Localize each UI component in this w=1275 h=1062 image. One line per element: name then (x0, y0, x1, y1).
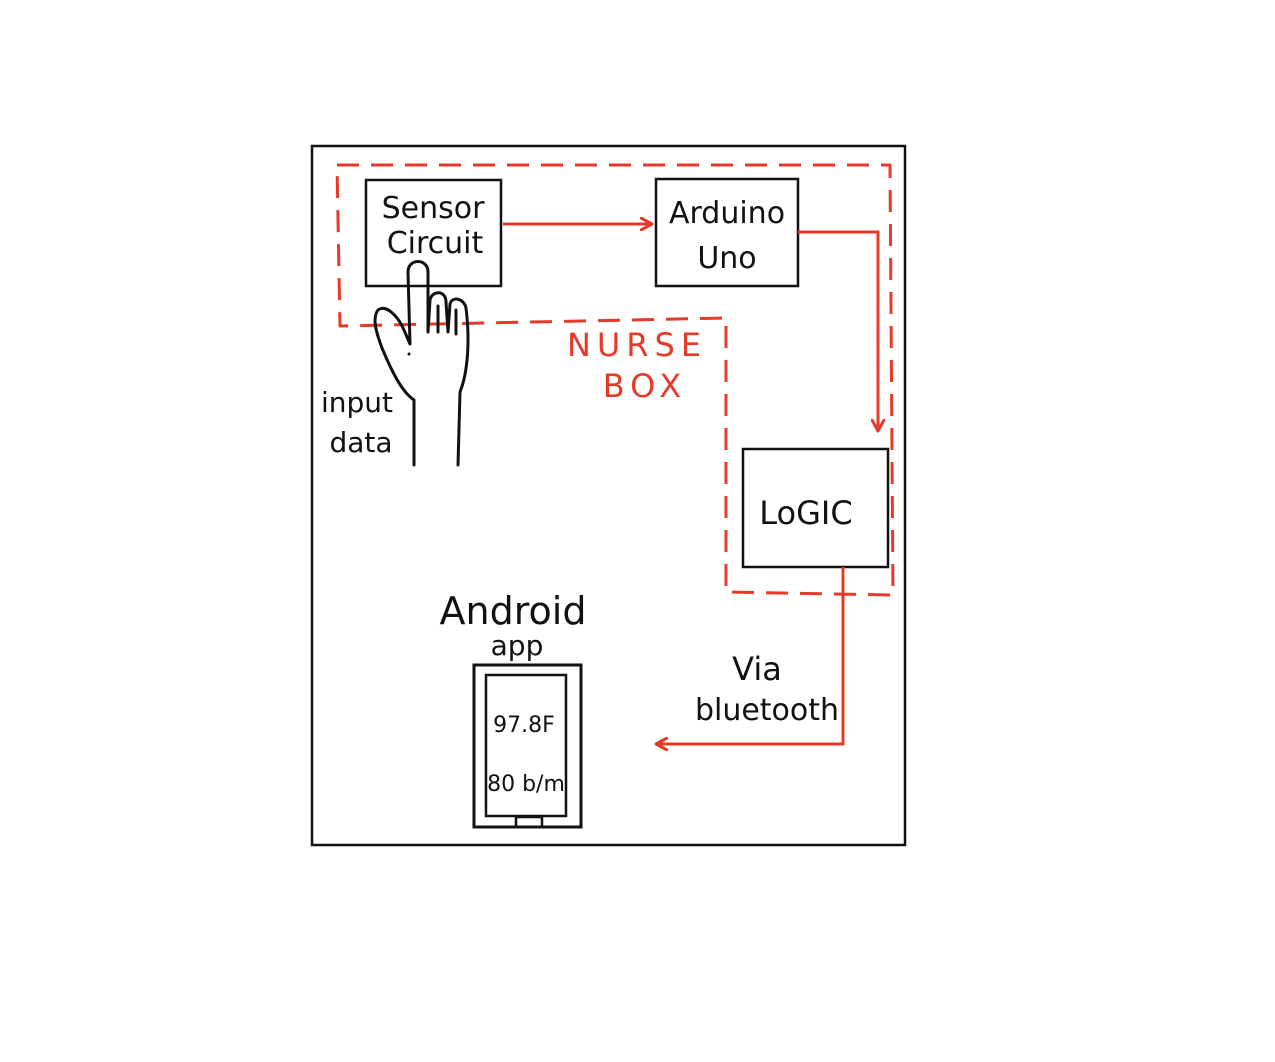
input-data-label-line2: data (329, 426, 392, 459)
arduino-uno-label-line1: Arduino (669, 196, 785, 231)
app-temperature-reading: 97.8F (493, 713, 555, 738)
sensor-circuit-box: Sensor Circuit (364, 178, 503, 288)
via-bluetooth-label-line2: bluetooth (695, 693, 839, 728)
nurse-box-label-line1: NURSE (567, 326, 707, 364)
arduino-uno-box: Arduino Uno (654, 177, 800, 288)
android-app-title-line1: Android (440, 589, 587, 633)
input-data-label-line1: input (321, 386, 393, 419)
nurse-box-label-line2: BOX (603, 367, 687, 405)
nurse-box-outline (335, 163, 895, 597)
arduino-uno-label-line2: Uno (697, 241, 756, 276)
logic-label: LoGIC (759, 494, 852, 532)
phone-icon (472, 663, 583, 829)
outer-frame (310, 144, 907, 847)
logic-box: LoGIC (741, 447, 890, 569)
arrow-arduino-to-logic (798, 230, 878, 430)
sensor-circuit-label-line1: Sensor (382, 191, 485, 226)
hand-icon (373, 260, 470, 467)
android-app-title-line2: app (491, 629, 544, 662)
app-heart-rate-reading: 80 b/m (487, 772, 565, 797)
via-bluetooth-label-line1: Via (732, 650, 782, 688)
sensor-circuit-label-line2: Circuit (387, 226, 484, 261)
arrow-logic-to-app (657, 567, 845, 744)
